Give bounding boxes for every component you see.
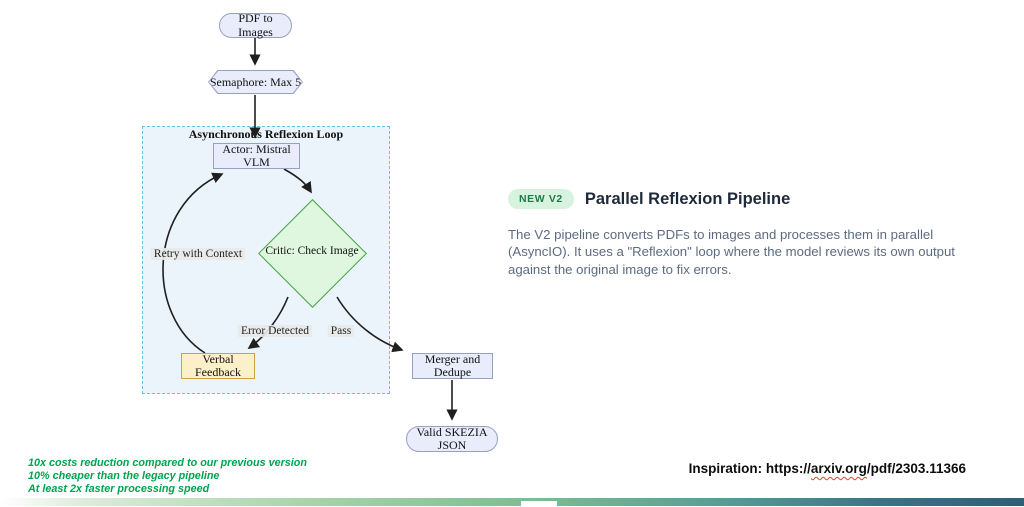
inspiration-suffix: /pdf/2303.11366 [866,461,966,476]
edge-label-error-detected: Error Detected [237,325,313,337]
info-panel: NEW V2 Parallel Reflexion Pipeline The V… [508,189,968,278]
edge-label-retry: Retry with Context [150,248,246,260]
inspiration-domain: arxiv.org [810,461,867,476]
node-merger-label: Merger and Dedupe [424,351,481,379]
benefit-line-3: At least 2x faster processing speed [28,483,210,496]
node-pdf-to-images-label: PDF to Images [238,11,273,39]
info-title: Parallel Reflexion Pipeline [584,189,791,208]
node-valid-json: Valid SKEZIA JSON [406,424,498,452]
subgraph-title: Asynchronous Reflexion Loop [188,127,344,141]
node-pdf-to-images: PDF to Images [219,11,292,39]
inspiration-text: Inspiration: https://arxiv.org/pdf/2303.… [689,461,966,476]
node-semaphore: Semaphore: Max 5 [208,70,303,94]
benefit-line-1: 10x costs reduction compared to our prev… [28,457,307,469]
node-actor-label: Actor: Mistral VLM [222,141,291,169]
edge-label-pass: Pass [327,325,355,337]
bottom-bar-white-notch [521,501,557,507]
bottom-gradient-bar [0,498,1024,506]
info-header: NEW V2 Parallel Reflexion Pipeline [508,189,968,209]
new-v2-badge: NEW V2 [508,189,574,209]
node-semaphore-label: Semaphore: Max 5 [209,71,302,93]
benefit-line-2: 10% cheaper than the legacy pipeline [28,470,220,483]
node-merger: Merger and Dedupe [412,351,493,379]
node-critic-label: Critic: Check Image [265,245,359,257]
info-description: The V2 pipeline converts PDFs to images … [508,227,955,277]
node-verbal-feedback-label: Verbal Feedback [195,351,241,379]
benefits-list: 10x costs reduction compared to our prev… [28,457,307,497]
node-valid-json-label: Valid SKEZIA JSON [416,424,488,452]
inspiration-prefix: Inspiration: https:// [688,461,811,476]
node-actor: Actor: Mistral VLM [213,141,300,169]
node-verbal-feedback: Verbal Feedback [181,351,255,379]
